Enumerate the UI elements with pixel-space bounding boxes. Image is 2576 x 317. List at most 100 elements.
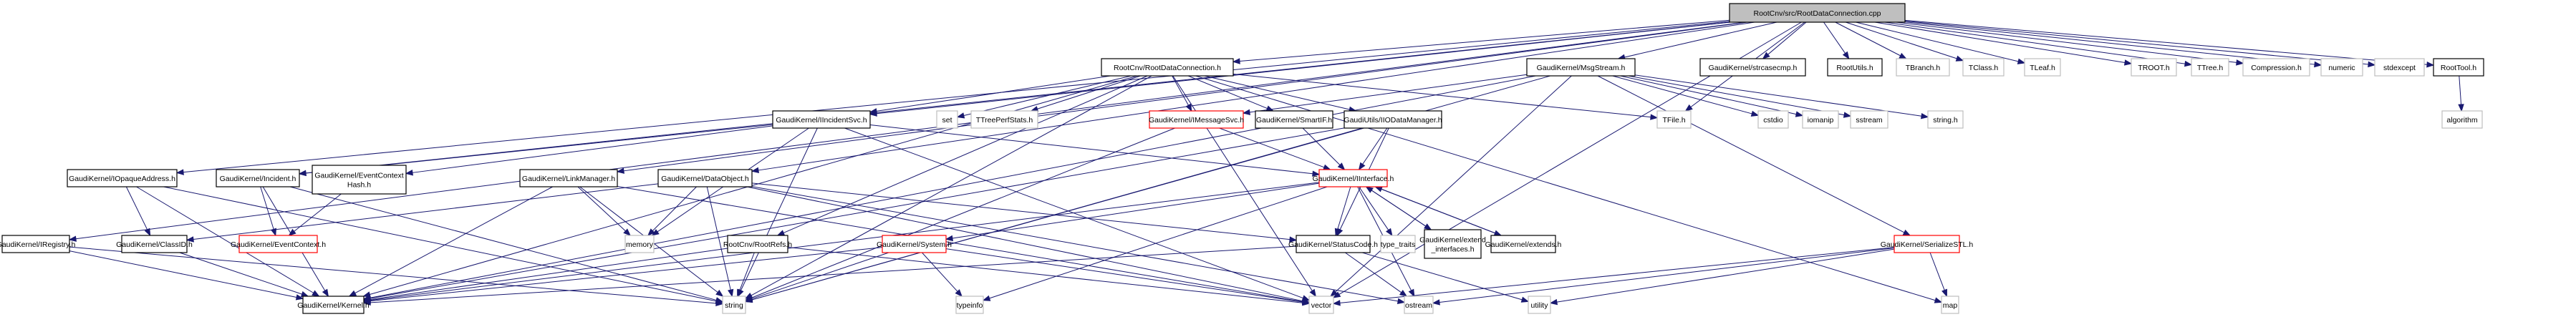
node-roottool[interactable]: RootTool.h (2433, 58, 2484, 77)
dependency-edge (1835, 21, 1907, 59)
node-serializestl[interactable]: GaudiKernel/SerializeSTL.h (1881, 235, 1974, 253)
node-evctx[interactable]: GaudiKernel/EventContext.h (231, 235, 326, 253)
node-linkmgr[interactable]: GaudiKernel/LinkManager.h (519, 169, 618, 187)
edge-line (1172, 75, 1313, 291)
node-rdch[interactable]: RootCnv/RootDataConnection.h (1101, 58, 1234, 77)
arrowhead-icon (1650, 114, 1659, 120)
node-label: sstream (1856, 116, 1883, 125)
edge-layer (68, 19, 2464, 306)
edge-line (1037, 75, 1141, 109)
node-cpp[interactable]: RootCnv/src/RootDataConnection.cpp (1729, 3, 1906, 23)
node-numeric: numeric (2320, 58, 2363, 77)
node-ostream: ostream (1404, 296, 1434, 314)
node-iopaque[interactable]: GaudiKernel/IOpaqueAddress.h (67, 169, 178, 187)
node-box (2441, 110, 2483, 129)
node-box (1927, 110, 1964, 129)
node-box (1, 235, 70, 253)
node-set: set (936, 110, 958, 129)
node-box (1699, 58, 1806, 77)
node-label: TBranch.h (1906, 64, 1941, 72)
arrowhead-icon (2017, 58, 2026, 64)
arrowhead-icon (1232, 58, 1240, 64)
edge-line (1904, 20, 2369, 65)
node-iregistry[interactable]: GaudiKernel/IRegistry.h (0, 235, 75, 253)
node-label: Compression.h (2251, 64, 2302, 72)
node-box (1827, 58, 1883, 77)
edge-line (1232, 73, 1651, 118)
node-label: memory (626, 240, 654, 249)
edge-line (783, 75, 1148, 233)
edge-line (751, 75, 1152, 296)
node-ttree: TTree.h (2191, 58, 2229, 77)
node-tclass: TClass.h (1962, 58, 2005, 77)
edge-line (289, 186, 717, 301)
node-box (1380, 235, 1416, 253)
edge-line (1767, 21, 1807, 55)
dependency-edge (362, 245, 1297, 306)
node-statuscode[interactable]: GaudiKernel/StatusCode.h (1288, 235, 1378, 253)
edge-line (69, 250, 297, 298)
node-strcasecmp[interactable]: GaudiKernel/strcasecmp.h (1699, 58, 1806, 77)
node-box (882, 235, 947, 253)
node-label: GaudiKernel/System.h (877, 240, 952, 249)
node-rootutils[interactable]: RootUtils.h (1827, 58, 1883, 77)
dependency-edge (776, 75, 1148, 236)
edge-line (989, 186, 1328, 299)
arrowhead-icon (1312, 170, 1321, 177)
node-label: GaudiKernel/extend (1419, 236, 1486, 245)
node-vector: vector (1308, 296, 1334, 314)
node-classid[interactable]: GaudiKernel/ClassID.h (116, 235, 193, 253)
arrowhead-icon (270, 228, 277, 237)
edge-line (1612, 75, 1752, 114)
node-iomanip: iomanip (1802, 110, 1839, 129)
edge-line (370, 75, 1138, 296)
node-label: set (942, 116, 952, 125)
node-dataobject[interactable]: GaudiKernel/DataObject.h (657, 169, 753, 187)
edge-line (922, 252, 958, 292)
edge-line (1904, 19, 2428, 65)
edge-line (1345, 252, 1402, 293)
node-kernel[interactable]: GaudiKernel/Kernel.h (297, 296, 370, 314)
node-ttreeperf: TTreePerfStats.h (970, 110, 1038, 129)
dependency-edge (1330, 75, 1572, 297)
dependency-edge (1856, 21, 2026, 64)
node-box (216, 169, 300, 187)
dependency-edge (647, 186, 697, 236)
node-iiodatamgr[interactable]: GaudiUtils/IIODataManager.h (1344, 110, 1442, 129)
dependency-edge (1195, 75, 1943, 303)
node-label: string (725, 301, 743, 310)
arrowhead-icon (1750, 110, 1760, 117)
node-label: Hash.h (347, 181, 371, 190)
node-rootrefs[interactable]: RootCnv/RootRefs.h (723, 235, 792, 253)
dependency-edge (1172, 75, 1192, 112)
arrowhead-icon (1374, 186, 1383, 192)
node-box (2131, 58, 2177, 77)
node-label: GaudiKernel/Incident.h (220, 175, 296, 183)
node-box (2191, 58, 2229, 77)
node-iincidentsvc[interactable]: GaudiKernel/IIncidentSvc.h (772, 110, 871, 129)
node-utility: utility (1528, 296, 1551, 314)
edge-line (75, 21, 1746, 240)
node-extends[interactable]: GaudiKernel/extends.h (1485, 235, 1562, 253)
node-system[interactable]: GaudiKernel/System.h (877, 235, 952, 253)
node-msgstream[interactable]: GaudiKernel/MsgStream.h (1526, 58, 1636, 77)
edge-line (869, 125, 1313, 175)
node-imessagesvc[interactable]: GaudiKernel/IMessageSvc.h (1149, 110, 1244, 129)
arrowhead-icon (1684, 104, 1693, 112)
edge-line (746, 186, 1303, 302)
node-incident[interactable]: GaudiKernel/Incident.h (216, 169, 300, 187)
node-box (1344, 110, 1442, 129)
node-iinterface[interactable]: GaudiKernel/IInterface.h (1313, 169, 1394, 187)
node-extendif[interactable]: GaudiKernel/extend_interfaces.h (1419, 229, 1486, 259)
arrowhead-icon (2426, 62, 2435, 68)
arrowhead-icon (728, 288, 734, 298)
edge-line (1846, 21, 1957, 59)
dependency-edge (1334, 186, 1351, 237)
dependency-edge (844, 127, 1311, 301)
dependency-edge (405, 125, 773, 176)
node-smartif[interactable]: GaudiKernel/SmartIF.h (1255, 110, 1333, 129)
edge-line (739, 252, 755, 291)
edge-line (751, 252, 889, 300)
dependency-edge (1358, 127, 1388, 171)
